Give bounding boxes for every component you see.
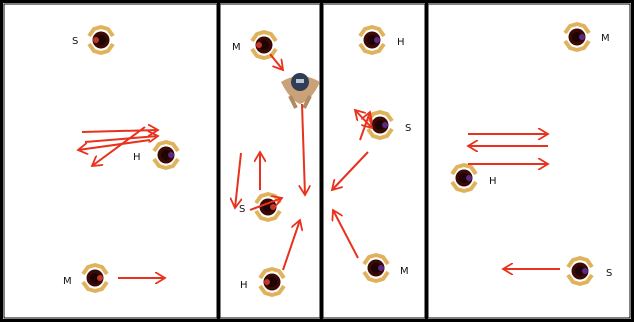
panel2-arrows <box>235 53 305 271</box>
player-label: H <box>489 176 497 187</box>
player-s-panel1: S <box>72 25 115 55</box>
player-label: S <box>72 36 78 47</box>
player-s-panel4: S <box>566 256 612 286</box>
player-label: S <box>405 123 411 134</box>
player-label: M <box>232 42 241 53</box>
panel1-arrows <box>78 127 165 278</box>
player-h-panel4: H <box>450 163 497 193</box>
panel3-arrows <box>332 110 372 259</box>
panel-4 <box>427 3 631 319</box>
player-accent <box>93 37 99 43</box>
player-label: H <box>133 152 141 163</box>
movement-arrow-icon <box>282 220 300 271</box>
movement-arrow-icon <box>84 136 158 143</box>
player-label: H <box>240 280 248 291</box>
player-label: M <box>63 276 72 287</box>
movement-arrow-icon <box>332 151 369 190</box>
player-s-panel3: S <box>366 110 411 140</box>
player-label: H <box>397 37 405 48</box>
movement-arrow-icon <box>249 198 282 211</box>
player-label: S <box>239 204 245 215</box>
movement-arrow-icon <box>359 112 370 141</box>
coach-with-ball-icon <box>281 73 320 109</box>
movement-arrow-icon <box>81 130 158 132</box>
movement-arrow-icon <box>92 126 146 166</box>
movement-arrow-icon <box>235 152 241 208</box>
player-m-panel2: M <box>232 30 278 60</box>
player-label: M <box>601 33 610 44</box>
player-m-panel1: M <box>63 263 109 293</box>
movement-arrow-icon <box>78 139 151 150</box>
player-h-panel2: H <box>240 267 286 297</box>
player-label: S <box>606 268 612 279</box>
panel-1 <box>3 3 218 319</box>
player-h-panel1: H <box>133 140 180 170</box>
player-m-panel4: M <box>563 22 610 52</box>
player-h-panel3: H <box>358 25 405 55</box>
movement-arrow-icon <box>333 210 359 259</box>
panel-dividers <box>217 2 428 320</box>
player-m-panel3: M <box>362 253 409 283</box>
panel4-arrows <box>468 134 560 269</box>
player-label: M <box>400 266 409 277</box>
movement-arrow-icon <box>302 103 305 195</box>
panel-3 <box>322 3 426 319</box>
movement-arrow-icon <box>269 53 283 70</box>
